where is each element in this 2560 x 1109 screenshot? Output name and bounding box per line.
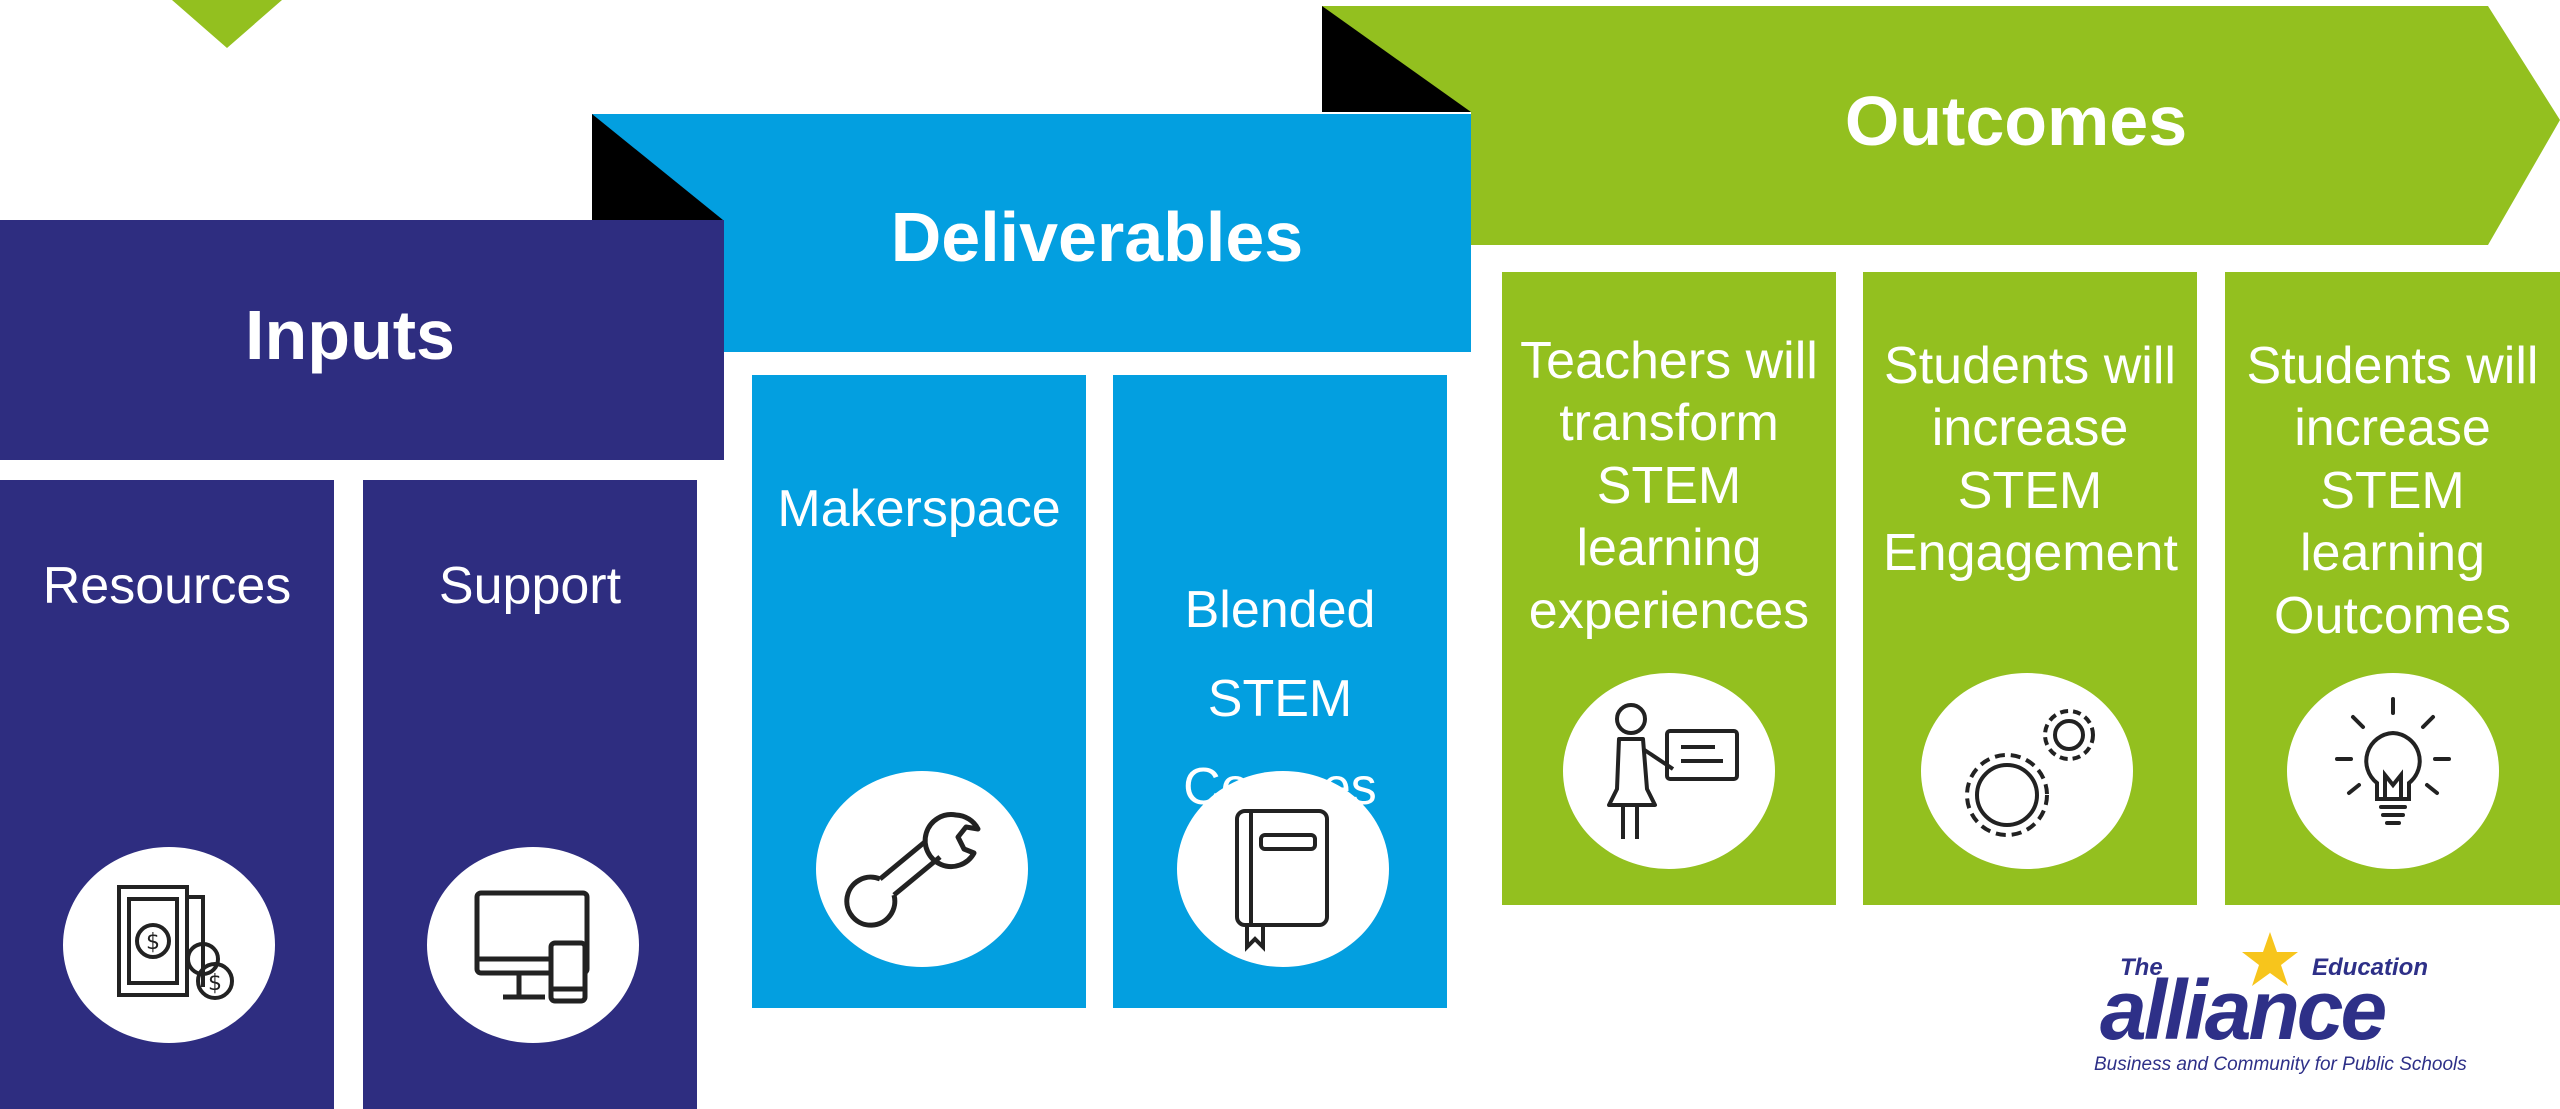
card-teachers-label: Teachers will transform STEM learning ex… — [1520, 332, 1818, 640]
logo-tagline: Business and Community for Public School… — [2094, 1054, 2467, 1075]
outcomes-header: Outcomes — [1844, 82, 2188, 160]
top-chevron-shape — [172, 0, 282, 48]
card-support-label: Support — [438, 557, 622, 615]
card-makerspace: Makerspace — [752, 478, 1086, 540]
logo-name: alliance — [2100, 963, 2387, 1057]
deliverables-fold — [592, 114, 723, 220]
deliverables-header: Deliverables — [890, 198, 1304, 276]
logo-the: The — [2120, 954, 2163, 981]
logo-education: Education — [2312, 954, 2429, 981]
teacher-board-icon — [1563, 673, 1775, 869]
card-support: Support — [363, 555, 697, 617]
card-learning-outcomes: Students will increase STEM learning Out… — [2225, 335, 2560, 647]
card-teachers: Teachers will transform STEM learning ex… — [1502, 330, 1836, 642]
card-makerspace-label: Makerspace — [777, 480, 1061, 538]
svg-text:$: $ — [146, 930, 160, 955]
card-engagement-label: Students will increase STEM Engagement — [1883, 337, 2178, 583]
svg-text:$: $ — [208, 971, 222, 996]
book-icon — [1177, 771, 1389, 967]
inputs-band — [0, 220, 724, 460]
card-learning-outcomes-label: Students will increase STEM learning Out… — [2246, 337, 2539, 645]
outcomes-band — [1322, 6, 2560, 245]
inputs-header: Inputs — [245, 296, 455, 374]
logo-star — [2242, 932, 2298, 986]
deliverables-band — [592, 114, 1471, 352]
card-resources: Resources — [0, 555, 334, 617]
gears-icon — [1921, 673, 2133, 869]
card-engagement: Students will increase STEM Engagement — [1863, 335, 2197, 585]
alliance-logo: The Education alliance Business and Comm… — [2090, 930, 2510, 1080]
lightbulb-icon — [2287, 673, 2499, 869]
outcomes-fold — [1322, 6, 1471, 112]
wrench-icon — [816, 771, 1028, 967]
card-resources-label: Resources — [42, 557, 292, 615]
money-icon: $ $ — [63, 847, 275, 1043]
computer-devices-icon — [427, 847, 639, 1043]
